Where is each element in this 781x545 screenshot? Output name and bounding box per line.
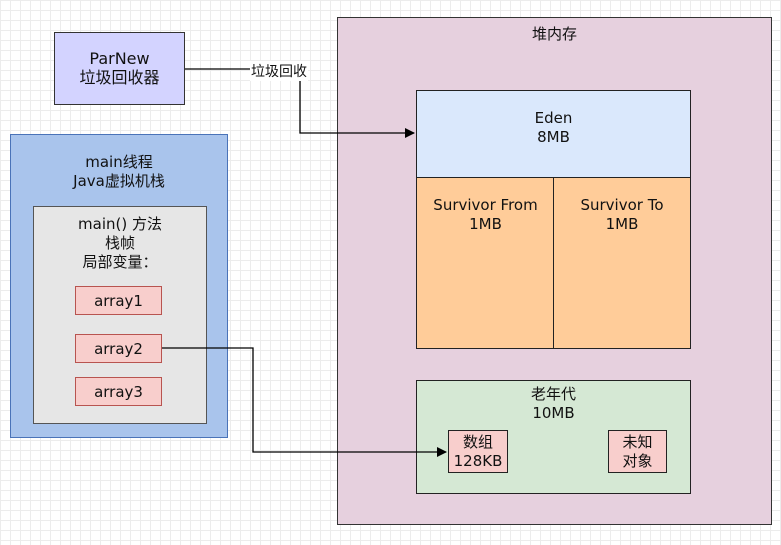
survivor-to-region[interactable]: Survivor To 1MB: [553, 177, 691, 349]
local-variable-array1[interactable]: array1: [75, 286, 162, 315]
survivor-from-region[interactable]: Survivor From 1MB: [416, 177, 555, 349]
heap-memory-title: 堆内存: [531, 25, 577, 43]
reference-edge-array2[interactable]: [162, 347, 447, 457]
gc-edge-label: 垃圾回收: [250, 61, 308, 81]
jvm-stack-title: main线程 Java虚拟机栈: [73, 153, 165, 190]
local-variable-array2[interactable]: array2: [75, 334, 162, 363]
parnew-label: ParNew 垃圾回收器: [79, 49, 160, 87]
stack-frame-title: main() 方法 栈帧 局部变量：: [78, 215, 162, 271]
survivor-to-label: Survivor To 1MB: [580, 196, 664, 233]
array-object[interactable]: 数组 128KB: [448, 430, 508, 473]
old-generation-label: 老年代 10MB: [530, 385, 576, 422]
local-variable-array3[interactable]: array3: [75, 377, 162, 406]
gc-edge[interactable]: [185, 68, 415, 138]
survivor-from-label: Survivor From 1MB: [433, 196, 538, 233]
stack-frame-node[interactable]: main() 方法 栈帧 局部变量：: [33, 206, 207, 424]
eden-region[interactable]: Eden 8MB: [416, 90, 691, 178]
unknown-object[interactable]: 未知 对象: [608, 430, 667, 473]
parnew-collector-node[interactable]: ParNew 垃圾回收器: [54, 32, 185, 105]
eden-label: Eden 8MB: [534, 109, 573, 146]
